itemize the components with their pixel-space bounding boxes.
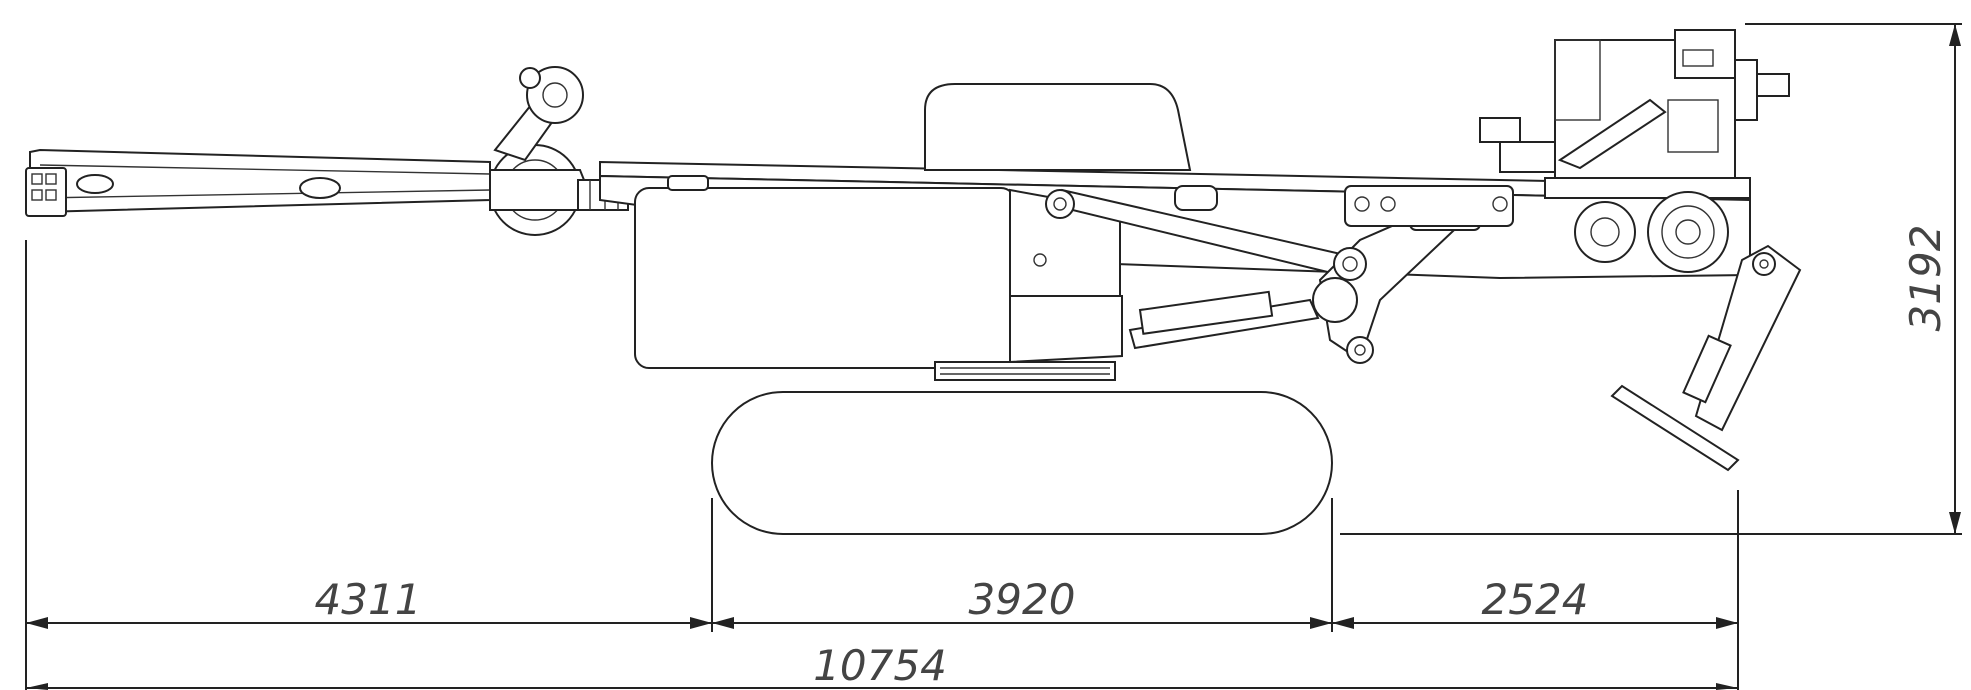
rotary-shaft [1756,73,1790,97]
rear-gear [1647,191,1729,273]
dimension-overall-height: 3192 [1901,225,1950,332]
valve-block [1479,117,1521,143]
dimension-left-overhang: 4311 [315,575,422,624]
boom [25,148,491,217]
dimension-overall-length: 10754 [813,641,947,690]
dimension-track-length: 3920 [969,575,1076,624]
cabin [924,83,1192,171]
rear-gear [1574,201,1636,263]
boom-slot [76,174,114,194]
hydraulic-linkage [1045,185,1514,364]
support-pad [1610,384,1740,472]
boom-slot [299,177,341,199]
rear-support-leg [1610,244,1802,472]
machine-body [634,175,1123,381]
frame-slot [1174,185,1218,211]
slewing-ring [934,361,1116,381]
dimension-lines [25,23,1962,690]
rear-rotary-unit [1479,29,1790,273]
drill-head [489,66,629,236]
hydraulic-cylinder [1138,290,1274,335]
crawler-track [711,391,1333,535]
dimension-right-overhang: 2524 [1482,575,1589,624]
